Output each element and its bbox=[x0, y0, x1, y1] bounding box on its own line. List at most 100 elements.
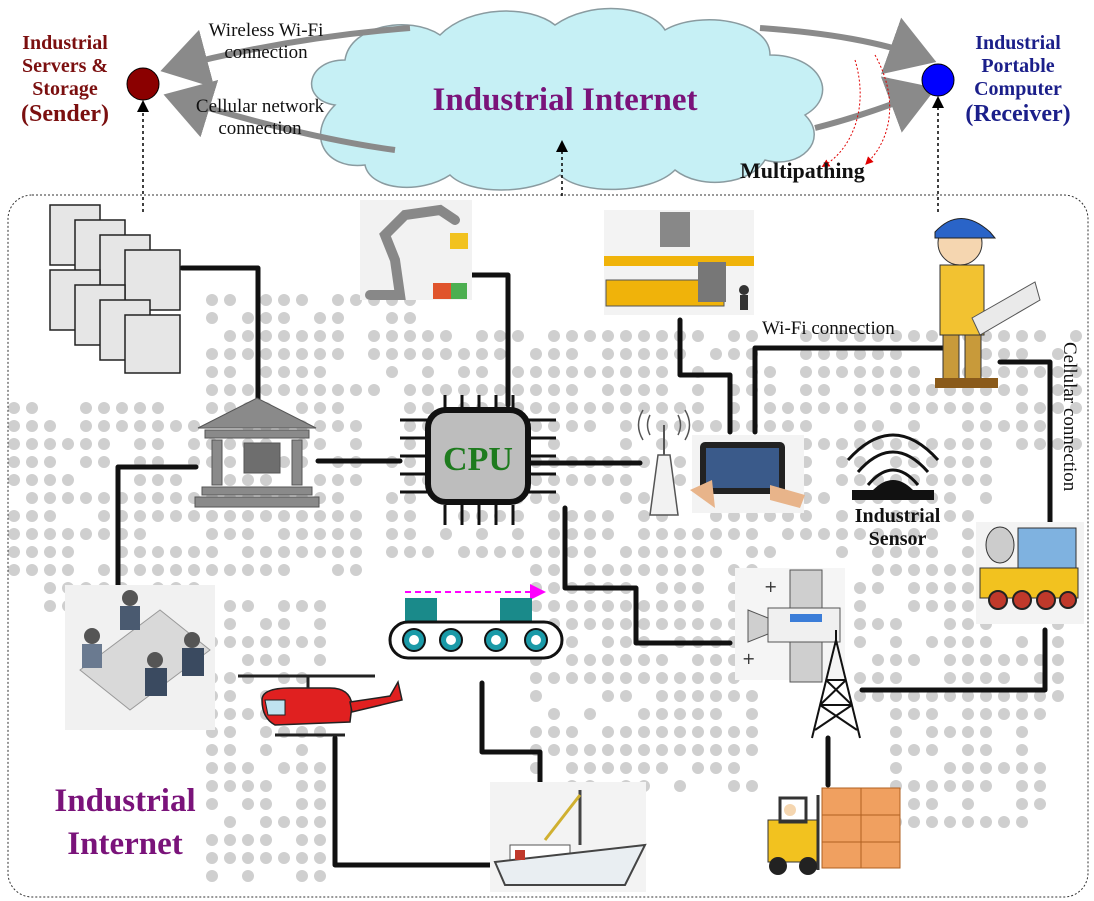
map-dot bbox=[1016, 780, 1028, 792]
satellite-icon: + + bbox=[735, 568, 845, 683]
cloud-title: Industrial Internet bbox=[432, 82, 698, 118]
map-dot bbox=[224, 618, 236, 630]
map-dot bbox=[980, 420, 992, 432]
map-dot bbox=[44, 474, 56, 486]
map-dot bbox=[746, 546, 758, 558]
map-dot bbox=[692, 600, 704, 612]
map-dot bbox=[674, 726, 686, 738]
map-dot bbox=[314, 654, 326, 666]
map-dot bbox=[206, 852, 218, 864]
map-dot bbox=[296, 744, 308, 756]
map-dot bbox=[944, 726, 956, 738]
sender-node[interactable] bbox=[126, 67, 160, 101]
map-dot bbox=[1016, 384, 1028, 396]
map-dot bbox=[278, 528, 290, 540]
map-dot bbox=[1016, 708, 1028, 720]
map-dot bbox=[620, 348, 632, 360]
map-dot bbox=[332, 474, 344, 486]
map-dot bbox=[962, 474, 974, 486]
map-dot bbox=[260, 798, 272, 810]
map-dot bbox=[854, 618, 866, 630]
map-dot bbox=[854, 690, 866, 702]
map-dot bbox=[962, 528, 974, 540]
map-dot bbox=[332, 546, 344, 558]
map-dot bbox=[404, 420, 416, 432]
map-dot bbox=[278, 384, 290, 396]
map-dot bbox=[404, 474, 416, 486]
map-dot bbox=[8, 528, 20, 540]
map-dot bbox=[260, 780, 272, 792]
map-dot bbox=[548, 330, 560, 342]
map-dot bbox=[548, 672, 560, 684]
map-dot bbox=[566, 510, 578, 522]
map-dot bbox=[350, 564, 362, 576]
map-dot bbox=[872, 366, 884, 378]
map-dot bbox=[566, 474, 578, 486]
svg-text:+: + bbox=[742, 649, 755, 668]
map-dot bbox=[998, 330, 1010, 342]
server-rack-icon bbox=[49, 204, 181, 374]
map-dot bbox=[332, 510, 344, 522]
map-dot bbox=[944, 564, 956, 576]
map-dot bbox=[908, 510, 920, 522]
map-dot bbox=[980, 690, 992, 702]
map-dot bbox=[620, 600, 632, 612]
map-dot bbox=[728, 744, 740, 756]
map-dot bbox=[728, 762, 740, 774]
map-dot bbox=[962, 402, 974, 414]
map-dot bbox=[224, 636, 236, 648]
map-dot bbox=[872, 582, 884, 594]
map-dot bbox=[548, 420, 560, 432]
map-dot bbox=[188, 546, 200, 558]
map-dot bbox=[638, 384, 650, 396]
map-dot bbox=[278, 546, 290, 558]
map-dot bbox=[332, 492, 344, 504]
map-dot bbox=[206, 834, 218, 846]
map-dot bbox=[584, 672, 596, 684]
map-dot bbox=[674, 456, 686, 468]
map-dot bbox=[854, 402, 866, 414]
map-dot bbox=[836, 456, 848, 468]
wifi-link-label: Wireless Wi-Fi connection bbox=[192, 20, 340, 64]
map-dot bbox=[710, 672, 722, 684]
map-dot bbox=[278, 510, 290, 522]
map-dot bbox=[62, 438, 74, 450]
map-dot bbox=[134, 564, 146, 576]
map-dot bbox=[242, 510, 254, 522]
map-dot bbox=[152, 438, 164, 450]
map-dot bbox=[512, 528, 524, 540]
map-dot bbox=[872, 330, 884, 342]
map-dot bbox=[548, 582, 560, 594]
map-dot bbox=[602, 510, 614, 522]
map-dot bbox=[656, 384, 668, 396]
map-dot bbox=[638, 510, 650, 522]
map-dot bbox=[566, 366, 578, 378]
map-dot bbox=[656, 546, 668, 558]
map-dot bbox=[890, 654, 902, 666]
map-dot bbox=[602, 690, 614, 702]
map-dot bbox=[1016, 816, 1028, 828]
map-dot bbox=[350, 474, 362, 486]
map-dot bbox=[296, 834, 308, 846]
map-dot bbox=[278, 294, 290, 306]
map-dot bbox=[1052, 654, 1064, 666]
map-dot bbox=[602, 528, 614, 540]
map-dot bbox=[890, 456, 902, 468]
map-dot bbox=[296, 348, 308, 360]
map-dot bbox=[674, 546, 686, 558]
map-dot bbox=[980, 492, 992, 504]
map-dot bbox=[1034, 780, 1046, 792]
map-dot bbox=[764, 402, 776, 414]
map-dot bbox=[296, 402, 308, 414]
map-dot bbox=[692, 726, 704, 738]
map-dot bbox=[98, 402, 110, 414]
sender-label: Industrial Servers & Storage (Sender) bbox=[6, 32, 124, 129]
map-dot bbox=[872, 384, 884, 396]
map-dot bbox=[512, 330, 524, 342]
map-dot bbox=[818, 348, 830, 360]
map-dot bbox=[584, 708, 596, 720]
map-dot bbox=[386, 546, 398, 558]
map-dot bbox=[224, 564, 236, 576]
map-dot bbox=[296, 636, 308, 648]
map-dot bbox=[908, 384, 920, 396]
